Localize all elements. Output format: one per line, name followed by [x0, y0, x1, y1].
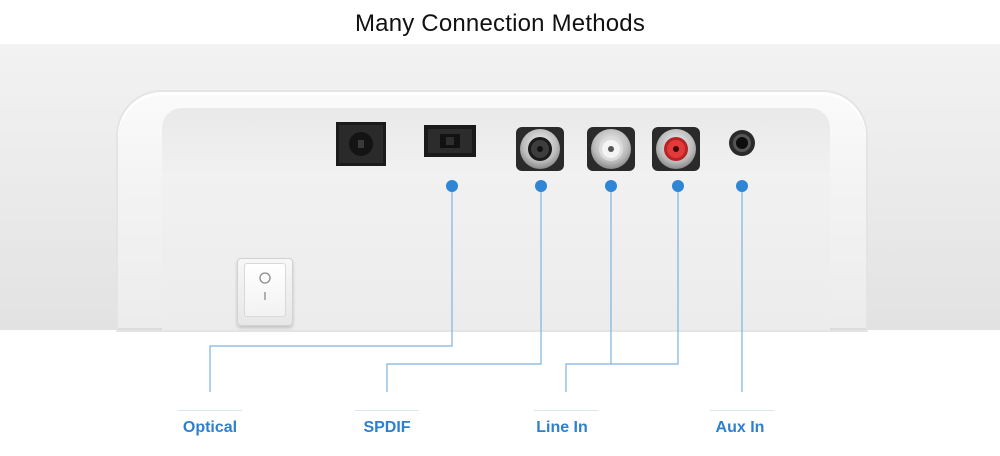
- line-in-right-port-icon: [650, 125, 702, 173]
- page-title: Many Connection Methods: [354, 10, 646, 37]
- label-bar: [710, 410, 774, 411]
- optical-label: Optical: [182, 419, 238, 436]
- label-bar: [355, 410, 419, 411]
- spdif-callout-dot: [535, 180, 547, 192]
- aux-in-label: Aux In: [715, 419, 765, 436]
- optical-port-icon: [424, 125, 476, 157]
- power-switch-rocker: [244, 263, 286, 317]
- line-in-right-callout-dot: [672, 180, 684, 192]
- label-bar: [534, 410, 598, 411]
- optical-callout-dot: [446, 180, 458, 192]
- aux-in-callout-dot: [736, 180, 748, 192]
- spdif-coax-port-icon: [514, 125, 566, 173]
- aux-in-jack-icon: [725, 128, 759, 158]
- spdif-label: SPDIF: [363, 419, 411, 436]
- line-in-left-port-icon: [585, 125, 637, 173]
- label-bar: [178, 410, 242, 411]
- dc-power-port-icon: [336, 122, 386, 166]
- power-symbols-icon: [259, 272, 271, 300]
- line-in-label: Line In: [536, 419, 588, 436]
- power-switch: [237, 258, 293, 326]
- line-in-left-callout-dot: [605, 180, 617, 192]
